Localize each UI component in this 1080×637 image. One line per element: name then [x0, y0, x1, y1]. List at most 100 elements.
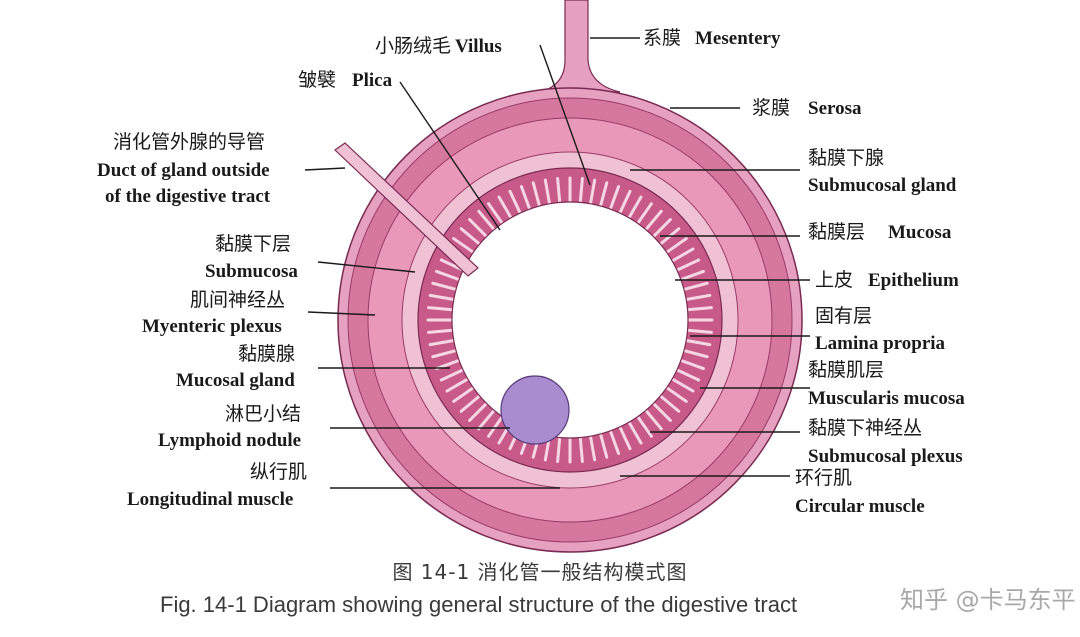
villus	[627, 195, 643, 220]
villus	[519, 185, 532, 211]
villus	[459, 227, 482, 246]
lymphoid-nodule	[500, 375, 570, 445]
label-duct-en1: Duct of gland outside	[97, 160, 270, 181]
villus	[578, 177, 584, 204]
villus	[452, 386, 475, 403]
villus	[427, 328, 454, 334]
villus	[487, 202, 504, 225]
villus	[508, 189, 522, 215]
villus	[682, 349, 709, 359]
villus	[431, 349, 458, 359]
label-longitudinal-en: Longitudinal muscle	[127, 489, 293, 510]
villus	[445, 377, 470, 393]
villus	[435, 269, 461, 282]
villus	[670, 247, 695, 263]
label-myenteric-en: Myenteric plexus	[142, 316, 282, 337]
label-duct-cn: 消化管外腺的导管	[113, 131, 265, 153]
villus	[468, 218, 489, 239]
label-circular-en: Circular muscle	[795, 496, 925, 517]
villus	[608, 185, 621, 211]
villus	[651, 401, 672, 422]
gland-duct	[334, 142, 479, 277]
villus	[428, 293, 456, 302]
label-mucosa-en: Mucosa	[888, 222, 952, 243]
label-mesentery-cn: 系膜	[643, 27, 681, 49]
villus	[644, 209, 663, 232]
label-villus-en: Villus	[455, 36, 502, 57]
villus	[686, 328, 713, 334]
villus	[487, 415, 504, 438]
villus	[679, 269, 705, 282]
watermark: 知乎 @卡马东平	[900, 586, 1076, 614]
label-villus-cn: 小肠绒毛	[375, 35, 451, 57]
villus	[675, 368, 701, 382]
villus	[636, 202, 653, 225]
villus	[477, 408, 496, 431]
villus	[431, 281, 458, 291]
villus	[608, 429, 621, 455]
label-muscularis-cn: 黏膜肌层	[808, 359, 884, 381]
villus	[556, 177, 562, 204]
villus	[468, 401, 489, 422]
villus	[588, 178, 597, 206]
label-mesentery-en: Mesentery	[695, 28, 781, 49]
label-mucosal-gland-en: Mucosal gland	[176, 370, 295, 391]
label-longitudinal-cn: 纵行肌	[250, 461, 307, 483]
villus	[452, 237, 475, 254]
label-duct-en2: of the digestive tract	[105, 186, 271, 207]
villus	[618, 189, 632, 215]
label-serosa-en: Serosa	[808, 98, 862, 119]
villus	[531, 181, 541, 208]
villus	[651, 218, 672, 239]
caption-chinese: 图 14-1 消化管一般结构模式图	[392, 560, 688, 584]
mesentery	[539, 0, 621, 93]
villus	[556, 436, 562, 463]
villus	[599, 181, 609, 208]
villus	[627, 420, 643, 445]
villus	[477, 209, 496, 232]
villus	[497, 195, 513, 220]
label-submucosa-en: Submucosa	[205, 261, 298, 282]
villus	[459, 394, 482, 413]
villus	[435, 358, 461, 371]
label-submucosa-cn: 黏膜下层	[215, 233, 291, 255]
villus	[588, 434, 597, 462]
lumen	[451, 201, 689, 439]
label-lymphoid-cn: 淋巴小结	[225, 403, 301, 425]
villus	[679, 358, 705, 371]
villus	[684, 293, 712, 302]
label-mucosa-cn: 黏膜层	[808, 221, 865, 243]
villus	[543, 178, 552, 206]
label-epithelium-cn: 上皮	[815, 269, 853, 291]
villus	[599, 432, 609, 459]
label-plica-en: Plica	[352, 70, 393, 91]
villus	[427, 306, 454, 312]
label-lamina-cn: 固有层	[815, 305, 872, 327]
digestive-tract-diagram: 小肠绒毛 Villus 皱襞 Plica 消化管外腺的导管 Duct of gl…	[97, 0, 965, 553]
villus	[644, 408, 663, 431]
label-plica-cn: 皱襞	[298, 69, 336, 91]
villus	[684, 338, 712, 347]
label-serosa-cn: 浆膜	[752, 97, 790, 119]
caption-english: Fig. 14-1 Diagram showing general struct…	[160, 592, 798, 617]
label-submucosal-plexus-en: Submucosal plexus	[808, 446, 963, 467]
label-epithelium-en: Epithelium	[868, 270, 959, 291]
villus	[686, 306, 713, 312]
villus	[658, 394, 681, 413]
label-submucosal-plexus-cn: 黏膜下神经丛	[808, 417, 922, 439]
villus	[675, 258, 701, 272]
villus	[682, 281, 709, 291]
villus	[665, 237, 688, 254]
label-mucosal-gland-cn: 黏膜腺	[238, 343, 295, 365]
label-submucosal-gland-en: Submucosal gland	[808, 175, 957, 196]
label-muscularis-en: Muscularis mucosa	[808, 388, 965, 409]
villus	[428, 338, 456, 347]
label-lymphoid-en: Lymphoid nodule	[158, 430, 301, 451]
label-lamina-en: Lamina propria	[815, 333, 946, 354]
leader-lines	[304, 37, 810, 489]
villus	[665, 386, 688, 403]
villus	[636, 415, 653, 438]
label-submucosal-gland-cn: 黏膜下腺	[808, 147, 884, 169]
villus	[439, 368, 465, 382]
label-circular-cn: 环行肌	[795, 467, 852, 489]
